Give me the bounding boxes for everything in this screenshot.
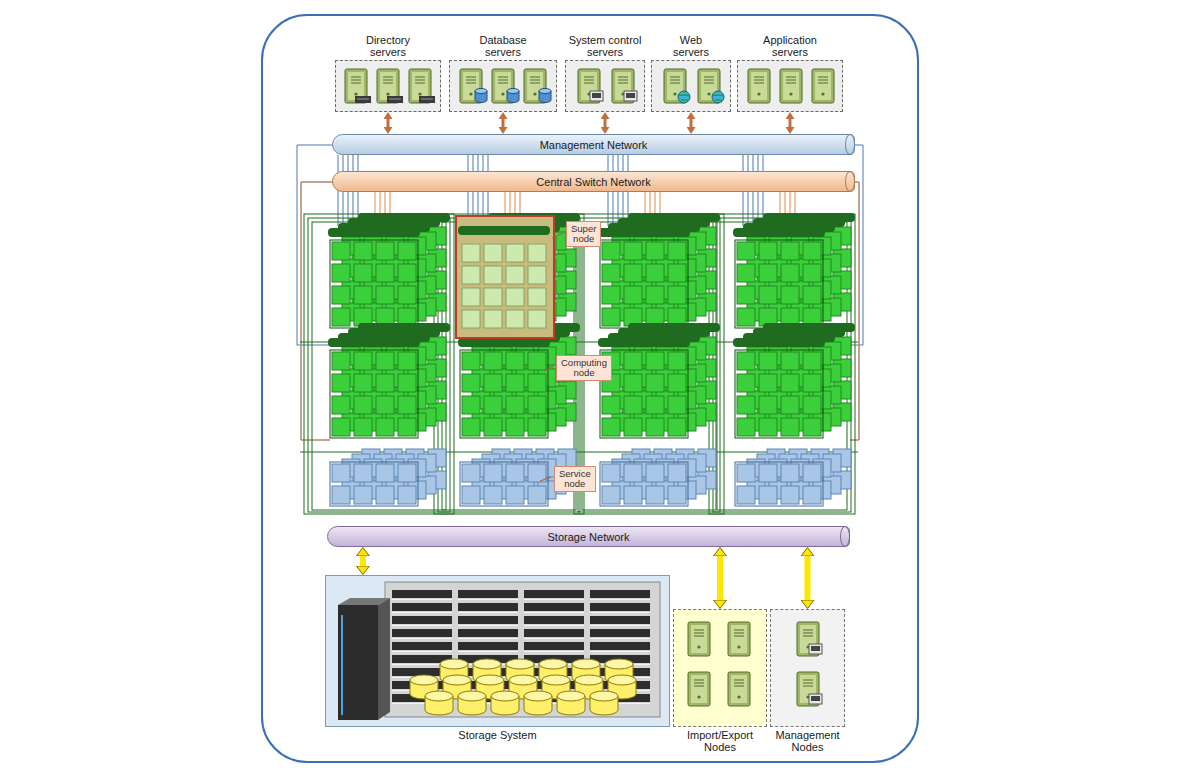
caption-holder: Storage System [428, 729, 568, 741]
bidirectional-arrow [502, 119, 505, 127]
storage-panel: Storage System [325, 575, 670, 727]
network-label: Management Network [540, 139, 648, 151]
network-bus: Central Switch Network [332, 171, 855, 192]
panel-label: Storage System [428, 729, 568, 741]
caption-holder: System control servers [565, 34, 645, 58]
group-heading: Application servers [754, 34, 826, 58]
caption-holder: Application servers [754, 34, 826, 58]
callout-box: Service node [554, 466, 596, 492]
network-label: Storage Network [548, 531, 630, 543]
bidirectional-arrow [717, 556, 723, 600]
caption-holder: Import/Export Nodes [673, 729, 767, 753]
callout-label: Computing node [561, 358, 607, 378]
node-group: Import/Export Nodes [673, 609, 767, 727]
super-node-highlight [456, 216, 554, 338]
storage-illustration [325, 575, 670, 727]
server-group: Web servers [651, 60, 731, 112]
bidirectional-arrow [805, 556, 811, 600]
group-heading: Directory servers [357, 34, 419, 58]
server-group: Database servers [449, 60, 557, 112]
group-heading: System control servers [565, 34, 645, 58]
bidirectional-arrow [604, 119, 607, 127]
bidirectional-arrow [387, 119, 390, 127]
caption-holder: Web servers [666, 34, 716, 58]
pipe-end-cap [840, 526, 850, 547]
network-bus: Storage Network [327, 526, 850, 547]
bidirectional-arrow [360, 556, 366, 566]
network-bus: Management Network [332, 134, 855, 155]
group-heading: Web servers [666, 34, 716, 58]
pipe-end-cap [845, 134, 855, 155]
node-group-fills [673, 609, 845, 727]
server-icons [345, 69, 834, 103]
caption-holder: Directory servers [357, 34, 419, 58]
caption-holder: Database servers [472, 34, 534, 58]
panel-label: Management Nodes [768, 729, 848, 753]
server-group-fills [335, 60, 843, 112]
callout-box: Super node [566, 221, 601, 247]
bidirectional-arrow [789, 119, 792, 127]
network-label: Central Switch Network [536, 176, 650, 188]
cluster-wiring [297, 145, 863, 514]
callout-label: Super node [571, 224, 596, 244]
caption-holder: Management Nodes [768, 729, 848, 753]
server-group: Directory servers [335, 60, 441, 112]
pipe-end-cap [845, 171, 855, 192]
panel-label: Import/Export Nodes [673, 729, 767, 753]
cluster-blocks [328, 213, 855, 506]
server-group: Application servers [737, 60, 843, 112]
callout-label: Service node [559, 469, 591, 489]
node-group: Management Nodes [770, 609, 845, 727]
outer-boundary [262, 15, 918, 762]
server-group: System control servers [565, 60, 645, 112]
callout-box: Computing node [556, 355, 612, 381]
bidirectional-arrow [690, 119, 693, 127]
group-heading: Database servers [472, 34, 534, 58]
